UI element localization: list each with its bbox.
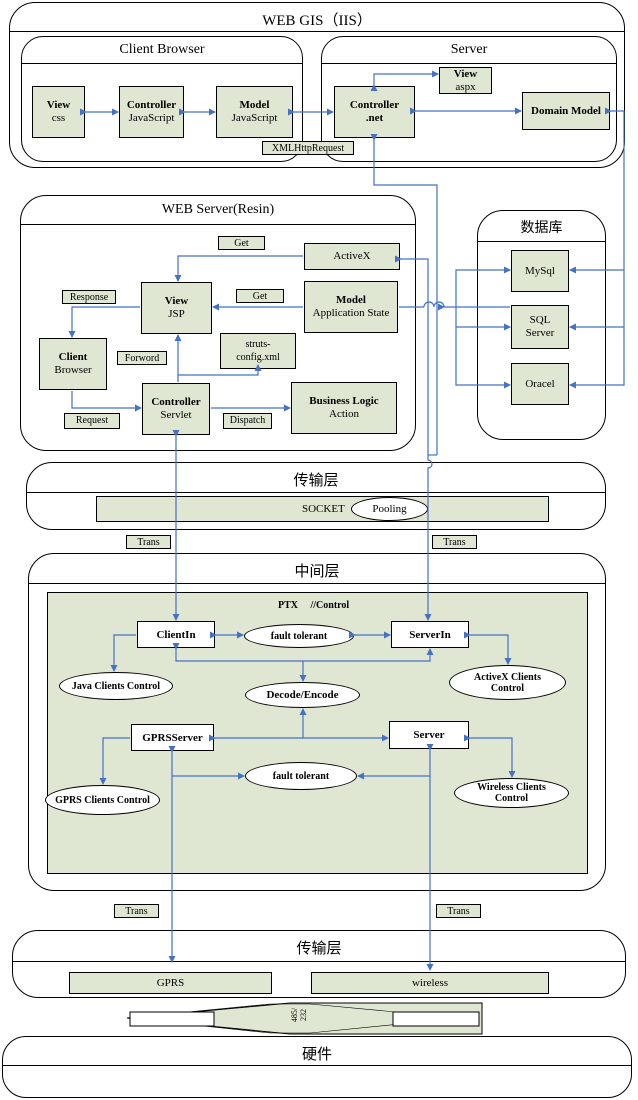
client-browser-title: Client Browser — [119, 42, 205, 57]
response-label: Response — [62, 290, 116, 304]
server-box: Server — [389, 721, 469, 749]
activex-clients-control: ActiveX Clients Control — [449, 665, 566, 700]
trans-label-2: Trans — [432, 535, 477, 549]
ptx-title: PTX //Control — [278, 600, 350, 611]
socket-bar: SOCKET — [96, 496, 549, 522]
get-mid-label: Get — [236, 289, 284, 303]
trans-label-1: Trans — [126, 535, 171, 549]
hardware-panel: 硬件 — [2, 1036, 632, 1098]
gprs-clients-control: GPRS Clients Control — [45, 785, 160, 815]
bus-label: 485/ 232 — [290, 1007, 308, 1023]
domain-model-box: Domain Model — [522, 92, 610, 130]
trans-label-4: Trans — [436, 904, 481, 918]
activex-box: ActiveX — [304, 243, 400, 270]
serverin-box: ServerIn — [391, 621, 469, 648]
fault-tolerant-1: fault tolerant — [244, 624, 354, 648]
wireless-bar: wireless — [311, 972, 549, 994]
hardware-title: 硬件 — [301, 1047, 332, 1063]
fault-tolerant-2: fault tolerant — [245, 762, 357, 790]
pooling-ellipse: Pooling — [351, 497, 428, 521]
sqlserver-box: SQL Server — [511, 305, 569, 349]
get-top-label: Get — [218, 236, 265, 250]
server-title: Server — [450, 42, 488, 57]
oracle-box: Oracel — [511, 363, 569, 405]
dispatch-label: Dispatch — [223, 413, 272, 429]
database-title: 数据库 — [520, 221, 563, 236]
middle-layer-title: 中间层 — [294, 564, 340, 580]
forword-label: Forword — [117, 351, 167, 365]
xmlhttprequest-label: XMLHttpRequest — [262, 141, 354, 155]
mysql-box: MySql — [511, 250, 569, 292]
server-controller-box: Controller.net — [334, 86, 415, 138]
request-label: Request — [64, 413, 120, 429]
trans-label-3: Trans — [114, 904, 159, 918]
transport-layer-2-title: 传输层 — [296, 941, 342, 957]
decode-encode: Decode/Encode — [245, 682, 360, 708]
wireless-clients-control: Wireless Clients Control — [454, 778, 569, 808]
gprsserver-box: GPRSServer — [131, 724, 214, 751]
web-server-title: WEB Server(Resin) — [161, 202, 275, 217]
java-clients-control: Java Clients Control — [59, 672, 173, 700]
struts-config-box: struts- config.xml — [220, 333, 296, 369]
transport-layer-1-title: 传输层 — [293, 473, 339, 489]
webgis-title: WEB GIS（IIS） — [262, 13, 372, 29]
clientin-box: ClientIn — [137, 621, 215, 648]
gprs-bar: GPRS — [69, 972, 272, 994]
bus-485-232-arrow — [126, 1002, 483, 1035]
